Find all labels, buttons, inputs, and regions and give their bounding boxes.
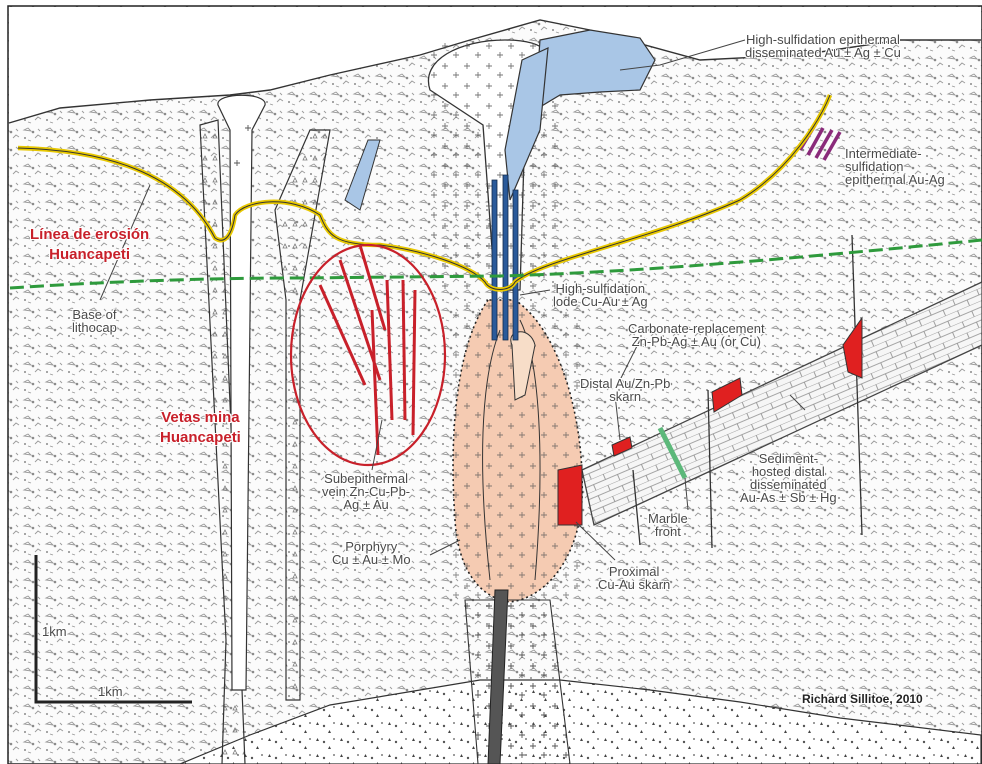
- label-vetas-huancapeti: Vetas mina Huancapeti: [160, 408, 241, 448]
- proximal-skarn: [558, 465, 582, 525]
- label-subepithermal-vein: Subepithermal vein Zn-Cu-Pb- Ag ± Au: [322, 472, 410, 511]
- label-carbonate-replacement: Carbonate-replacement Zn-Pb-Ag ± Au (or …: [628, 322, 765, 348]
- label-proximal-skarn: Proximal Cu-Au skarn: [598, 565, 670, 591]
- label-high-sulfidation-lode: High-sulfidation lode Cu-Au ± Ag: [553, 282, 648, 308]
- label-erosion-line: Línea de erosión Huancapeti: [30, 225, 149, 265]
- label-base-of-lithocap: Base of lithocap: [72, 308, 117, 334]
- credit: Richard Sillitoe, 2010: [802, 693, 923, 706]
- label-distal-skarn: Distal Au/Zn-Pb skarn: [580, 377, 670, 403]
- label-scale-horizontal: 1km: [98, 685, 123, 698]
- label-marble-front: Marble front: [648, 512, 688, 538]
- high-sulfidation-lodes: [492, 175, 518, 340]
- label-high-sulfidation-epithermal: High-sulfidation epithermal disseminated…: [745, 33, 901, 59]
- label-sediment-hosted: Sediment- hosted distal disseminated Au-…: [740, 452, 837, 504]
- label-porphyry: Porphyry Cu ± Au ± Mo: [332, 540, 411, 566]
- label-intermediate-sulfidation: Intermediate- sulfidation epithermal Au-…: [845, 147, 945, 186]
- label-scale-vertical: 1km: [42, 625, 67, 638]
